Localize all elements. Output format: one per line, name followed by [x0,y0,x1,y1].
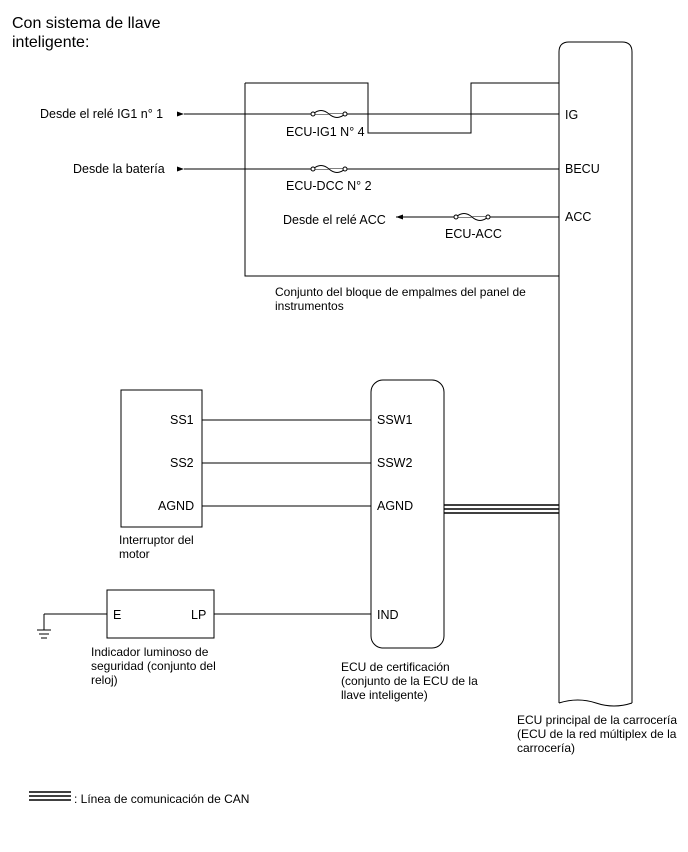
junction-block-outline [244,82,559,277]
junction-block-caption: Conjunto del bloque de empalmes del pane… [275,285,526,313]
terminal-ss1: SS1 [170,413,194,427]
body-ecu-caption: ECU principal de la carrocería (ECU de l… [517,713,678,755]
terminal-ind: IND [377,608,399,622]
body-ecu-box [558,41,633,703]
certification-ecu-box [370,379,445,649]
terminal-ecu-agnd: AGND [377,499,414,513]
terminal-lp: LP [191,608,207,622]
diagram-heading: Con sistema de llave inteligente: [12,15,161,51]
fuse-label-ecu-acc: ECU-ACC [445,227,502,241]
legend-label: : Línea de comunicación de CAN [74,792,250,806]
body-ecu-break [558,699,633,707]
terminal-ig: IG [565,108,579,122]
terminal-ssw1: SSW1 [377,413,413,427]
fuse-label-ecu-ig1: ECU-IG1 N° 4 [286,125,365,139]
source-label-acc: Desde el relé ACC [283,213,386,227]
terminal-acc: ACC [565,210,592,224]
security-indicator-caption: Indicador luminoso de seguridad (conjunt… [91,645,216,687]
terminal-switch-agnd: AGND [158,499,195,513]
source-label-battery: Desde la batería [73,162,165,176]
terminal-ss2: SS2 [170,456,194,470]
fuse-ecu-dcc [312,165,346,173]
terminal-ssw2: SSW2 [377,456,413,470]
fuse-label-ecu-dcc: ECU-DCC N° 2 [286,179,372,193]
engine-switch-caption: Interruptor del motor [119,533,194,561]
terminal-e: E [113,608,122,622]
arrow-acc [396,214,403,220]
source-label-ig1: Desde el relé IG1 n° 1 [40,107,164,121]
fuse-ecu-ig1 [312,110,346,118]
arrow-becu [177,166,184,172]
ground-icon [37,614,51,639]
legend-can-symbol [29,791,71,801]
can-bus-lines [444,504,559,514]
terminal-becu: BECU [565,162,600,176]
arrow-ig [177,111,184,117]
fuse-ecu-acc [455,213,489,221]
certification-ecu-caption: ECU de certificación (conjunto de la ECU… [341,660,478,702]
engine-switch-box [120,389,203,528]
